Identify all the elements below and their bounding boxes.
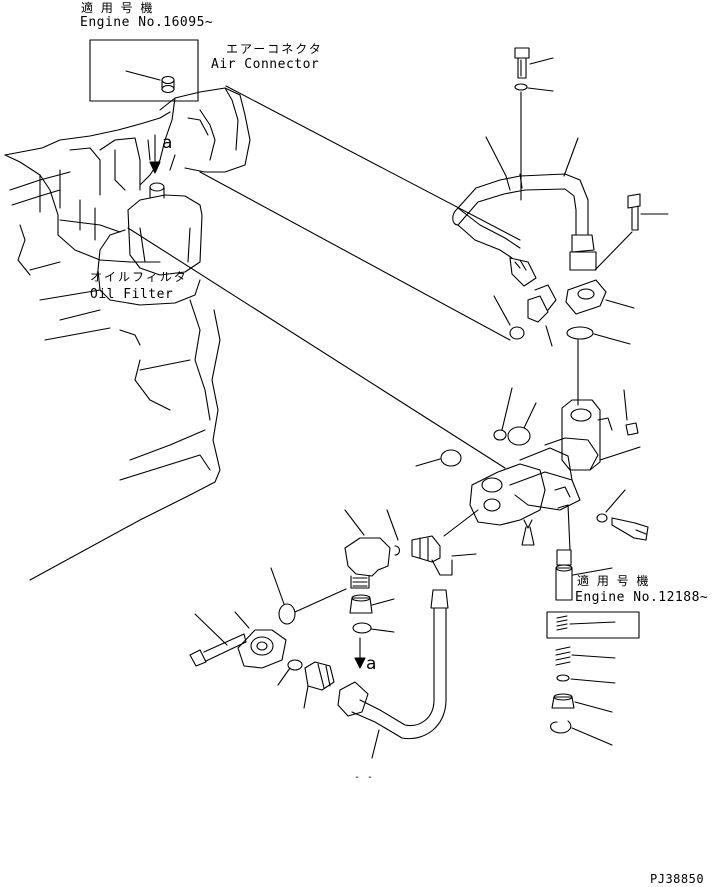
applicability-bottom-engine-no: Engine No.12188~ <box>575 590 709 605</box>
stray-mark: - - <box>354 772 374 783</box>
drawing-code: PJ38850 <box>650 872 705 886</box>
ref-marker-bottom: a <box>366 654 377 674</box>
oil-filter-label-en: Oil Filter <box>90 287 174 302</box>
engine-block <box>4 87 251 581</box>
applicability-bottom-title: 適 用 号 機 <box>577 574 651 588</box>
air-connector-label-en: Air Connector <box>211 57 320 72</box>
oil-filter-label-jp: オイルフィルタ <box>90 270 188 284</box>
ref-marker-top: a <box>162 133 173 153</box>
applicability-top-engine-no: Engine No.16095~ <box>80 15 214 30</box>
inset-box <box>89 39 199 102</box>
inset-box-lower <box>546 611 640 639</box>
flexible-hose <box>337 589 449 740</box>
upper-pipe <box>452 173 597 271</box>
applicability-top-title: 適 用 号 機 <box>81 1 155 15</box>
top-bolt <box>514 47 530 79</box>
air-connector-label-jp: エアーコネクタ <box>226 42 323 56</box>
valve-body <box>509 399 613 511</box>
